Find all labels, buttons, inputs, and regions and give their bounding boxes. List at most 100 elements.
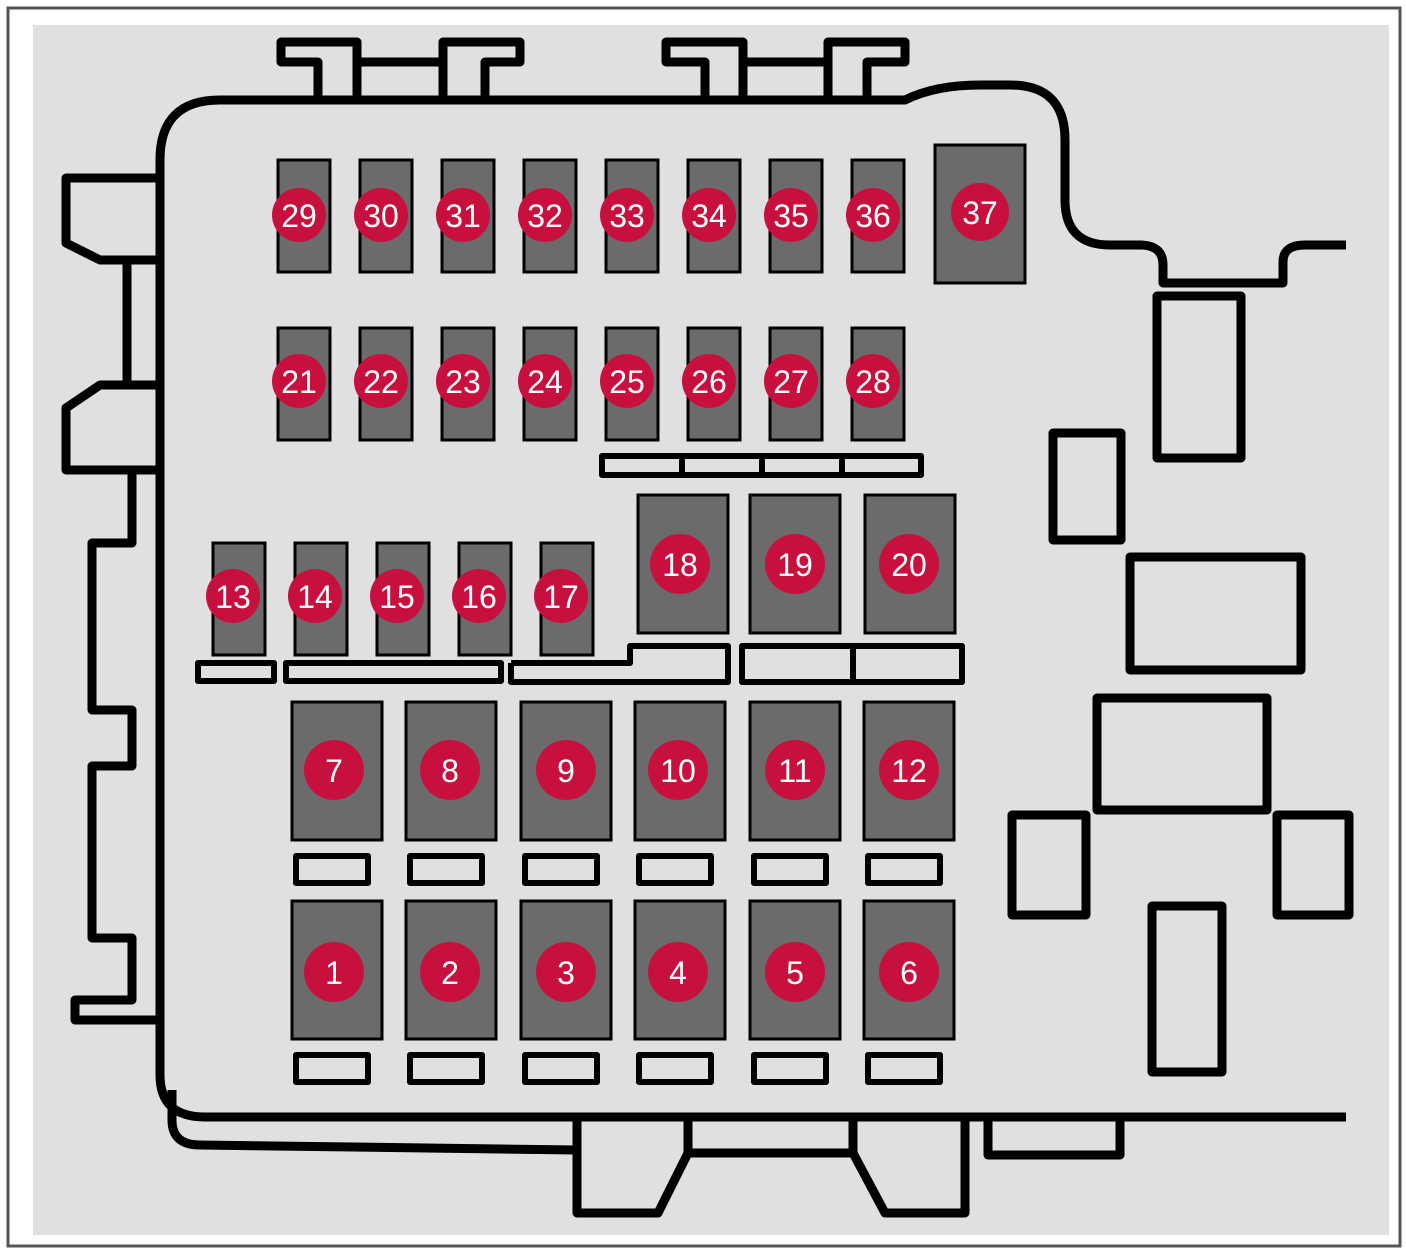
fuse-number-label: 5 [786, 955, 804, 991]
fuse-number-label: 6 [900, 955, 918, 991]
fuse-4: 4 [633, 899, 727, 1041]
relay-slot [1007, 810, 1091, 920]
fuse-number-label: 25 [609, 364, 645, 400]
fuse-number-badge [518, 188, 572, 242]
fuse-base-slot [865, 1052, 943, 1085]
housing-outline [155, 80, 1346, 1075]
relay-slot [1092, 693, 1272, 815]
fuse-27: 27 [764, 326, 824, 442]
fuse-number-label: 33 [609, 198, 645, 234]
fuse-number-badge [304, 942, 364, 1002]
fuse-number-badge [452, 569, 506, 623]
relay-slot [1147, 901, 1227, 1077]
fuse-15: 15 [370, 541, 431, 657]
fuse-2: 2 [404, 899, 498, 1041]
housing-lip [167, 1090, 578, 1155]
left-bracket-lower [70, 465, 160, 1025]
fuse-23: 23 [436, 326, 496, 442]
top-tab-left [276, 37, 362, 100]
fuse-number-label: 18 [662, 547, 698, 583]
fuse-number-badge [764, 354, 818, 408]
fuse-number-label: 26 [691, 364, 727, 400]
fuse-base-slot [865, 853, 943, 886]
fuse-number-label: 7 [325, 753, 343, 789]
fuse-base-slot [522, 853, 600, 886]
fuse-22: 22 [354, 326, 414, 442]
top-tab-right [661, 37, 748, 100]
fuse-number-badge [518, 354, 572, 408]
fuse-12: 12 [862, 700, 956, 842]
fuse-number-label: 14 [297, 579, 333, 615]
fuse-base-slot [636, 1052, 714, 1085]
fuse-number-badge [354, 354, 408, 408]
fuse-number-label: 36 [855, 198, 891, 234]
fuse-box-housing [61, 37, 1354, 1218]
fuse-10: 10 [633, 700, 727, 842]
fuse-25: 25 [600, 326, 660, 442]
fuse-32: 32 [518, 158, 578, 274]
fuse-number-label: 24 [527, 364, 563, 400]
fuse-36: 36 [846, 158, 906, 274]
fuse-number-label: 2 [441, 955, 459, 991]
fuse-number-badge [682, 354, 736, 408]
relay-slot [1272, 810, 1354, 920]
relay-slot [1125, 552, 1306, 675]
bottom-tab-far-right [983, 1117, 1125, 1160]
fuse-number-badge [436, 354, 490, 408]
fuse-20: 20 [863, 493, 957, 635]
fuse-number-label: 35 [773, 198, 809, 234]
fuse-number-badge [534, 569, 588, 623]
top-tab-left-2 [438, 37, 525, 100]
fuse-17: 17 [534, 541, 595, 657]
fuse-11: 11 [748, 700, 842, 842]
relay-slot [1048, 428, 1126, 545]
fuse-number-badge [650, 534, 710, 594]
fuse-number-badge [436, 188, 490, 242]
fuse-number-label: 20 [891, 547, 927, 583]
fuse-13: 13 [206, 541, 267, 657]
bottom-tab-left [572, 1117, 693, 1218]
fuse-base-slot [636, 853, 714, 886]
fuse-30: 30 [354, 158, 414, 274]
fuse-base-slot [751, 1052, 829, 1085]
fuse-number-badge [536, 942, 596, 1002]
fuse-21: 21 [272, 326, 332, 442]
left-bracket-top [61, 173, 160, 265]
fuse-base-slot [293, 1052, 371, 1085]
fuse-base-slot [407, 853, 485, 886]
fuse-16: 16 [452, 541, 513, 657]
fuse-number-label: 15 [379, 579, 415, 615]
fuse-number-label: 22 [363, 364, 399, 400]
terminal-strips [195, 453, 965, 685]
fuse-base-slots [293, 853, 943, 1085]
bottom-tab-right [848, 1117, 970, 1218]
fuse-number-badge [370, 569, 424, 623]
fuse-9: 9 [519, 700, 613, 842]
top-tab-right-2 [823, 37, 910, 100]
fuse-number-label: 9 [557, 753, 575, 789]
fuse-base-slot [407, 1052, 485, 1085]
fuse-3: 3 [519, 899, 613, 1041]
fuse-body [862, 899, 956, 1041]
fuse-number-label: 23 [445, 364, 481, 400]
fuse-14: 14 [288, 541, 349, 657]
fuse-number-label: 4 [669, 955, 687, 991]
fuse-number-badge [648, 740, 708, 800]
fuse-number-label: 30 [363, 198, 399, 234]
fuse-number-label: 28 [855, 364, 891, 400]
fuse-number-label: 32 [527, 198, 563, 234]
fuse-number-label: 31 [445, 198, 481, 234]
fuse-number-label: 1 [325, 955, 343, 991]
fuse-number-badge [764, 188, 818, 242]
fuse-number-badge [420, 740, 480, 800]
fuse-number-label: 10 [660, 753, 696, 789]
fuse-number-badge [288, 569, 342, 623]
fuse-number-badge [420, 942, 480, 1002]
fuse-number-badge [354, 188, 408, 242]
fuse-number-label: 19 [777, 547, 813, 583]
fuse-number-badge [304, 740, 364, 800]
fuse-number-label: 8 [441, 753, 459, 789]
fuse-29: 29 [272, 158, 332, 274]
